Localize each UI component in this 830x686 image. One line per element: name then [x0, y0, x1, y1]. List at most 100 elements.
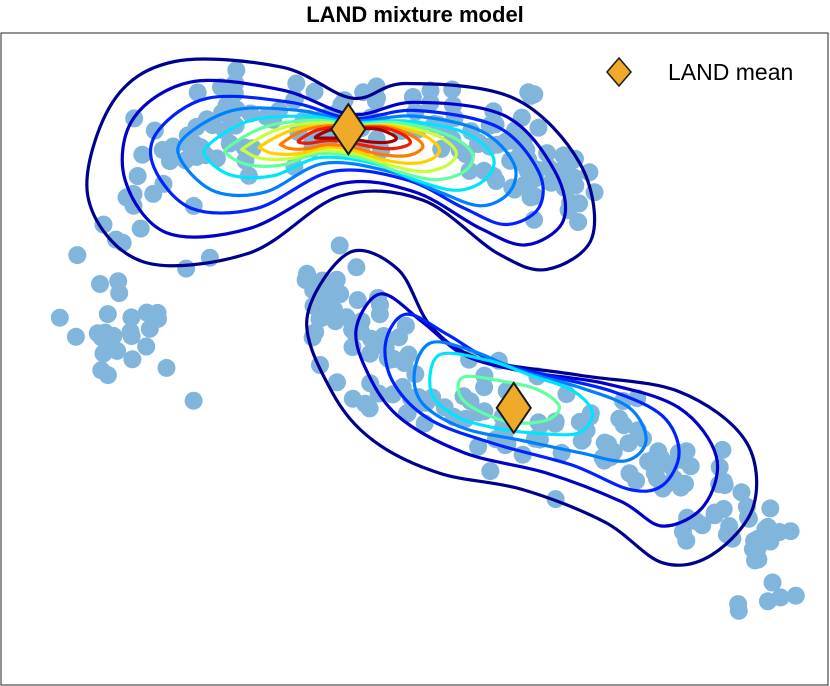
data-point	[647, 469, 666, 488]
data-point	[481, 462, 500, 481]
data-points	[50, 61, 805, 620]
data-point	[310, 310, 329, 328]
data-point	[361, 344, 379, 363]
data-point	[550, 162, 569, 181]
density-contours	[85, 57, 759, 567]
contour-level-3-component-1	[148, 94, 545, 227]
data-point	[564, 168, 583, 187]
data-point	[570, 194, 589, 213]
contour-level-1-component-1	[85, 57, 597, 272]
data-point	[330, 236, 349, 255]
data-point	[620, 464, 639, 483]
data-point	[460, 161, 479, 180]
data-point	[519, 83, 538, 102]
data-point	[98, 366, 117, 385]
data-point	[729, 595, 748, 614]
data-point	[348, 291, 367, 310]
data-point	[771, 588, 790, 607]
contour-level-2-component-2	[354, 292, 720, 528]
data-point	[639, 452, 658, 471]
data-point	[212, 78, 230, 97]
legend: LAND mean	[606, 56, 793, 88]
data-point	[318, 282, 337, 301]
contour-level-6-component-2	[456, 374, 561, 425]
data-point	[94, 215, 113, 234]
data-point	[356, 394, 375, 413]
data-point	[101, 339, 120, 358]
plot-frame	[0, 32, 829, 686]
data-point	[227, 61, 246, 80]
data-point	[184, 391, 203, 410]
data-point	[614, 416, 633, 435]
data-point	[714, 472, 733, 491]
data-point	[421, 81, 440, 100]
data-point	[207, 149, 226, 168]
data-point	[619, 434, 638, 453]
data-point	[176, 151, 195, 170]
data-point	[122, 327, 141, 346]
data-point	[469, 437, 488, 456]
data-point	[487, 172, 506, 190]
data-point	[761, 499, 780, 518]
legend-label: LAND mean	[668, 59, 793, 85]
land-means	[330, 102, 532, 435]
data-point	[326, 312, 345, 331]
data-point	[328, 373, 346, 392]
data-point	[732, 483, 751, 502]
data-point	[525, 187, 544, 206]
data-point	[370, 305, 389, 324]
data-point	[581, 404, 600, 423]
data-point	[748, 539, 767, 558]
contour-level-2-component-1	[120, 78, 568, 247]
data-point	[133, 145, 152, 164]
data-point	[239, 166, 258, 185]
land-mean-marker-2	[495, 381, 532, 435]
data-point	[713, 440, 732, 459]
data-point	[510, 147, 529, 165]
data-point	[720, 517, 739, 536]
land-mean-marker-1	[330, 102, 367, 156]
data-point	[786, 586, 805, 605]
data-point	[123, 350, 142, 369]
data-point	[529, 118, 548, 137]
data-point	[68, 246, 87, 265]
data-point	[131, 219, 150, 238]
contour-level-5-component-1	[202, 114, 496, 192]
data-point	[634, 429, 652, 448]
data-point	[153, 140, 172, 159]
data-point	[287, 74, 306, 93]
data-point	[710, 458, 729, 477]
data-point	[128, 167, 147, 185]
data-point	[705, 506, 724, 525]
data-point	[298, 264, 316, 283]
data-point	[390, 328, 408, 347]
data-point	[98, 305, 117, 324]
data-point	[305, 82, 324, 101]
data-point	[671, 478, 690, 497]
data-point	[577, 421, 596, 440]
data-point	[109, 272, 128, 291]
data-point	[417, 393, 436, 412]
data-point	[145, 121, 164, 140]
data-point	[137, 337, 156, 356]
data-point	[763, 573, 782, 592]
contour-level-4-component-1	[176, 106, 518, 208]
legend-marker-diamond	[606, 56, 632, 88]
data-point	[122, 308, 141, 327]
data-point	[399, 345, 418, 364]
data-point	[50, 308, 69, 327]
data-point	[188, 83, 207, 102]
chart-title: LAND mixture model	[306, 2, 524, 27]
data-point	[781, 522, 800, 541]
contour-level-6-component-1	[223, 118, 475, 182]
data-point	[148, 303, 167, 322]
data-point	[383, 385, 402, 404]
data-point	[140, 319, 159, 338]
data-point	[347, 258, 366, 277]
contour-level-5-component-2	[428, 351, 595, 437]
data-point	[398, 404, 417, 423]
data-point	[157, 358, 176, 377]
data-point	[177, 259, 196, 278]
data-point	[66, 327, 85, 346]
